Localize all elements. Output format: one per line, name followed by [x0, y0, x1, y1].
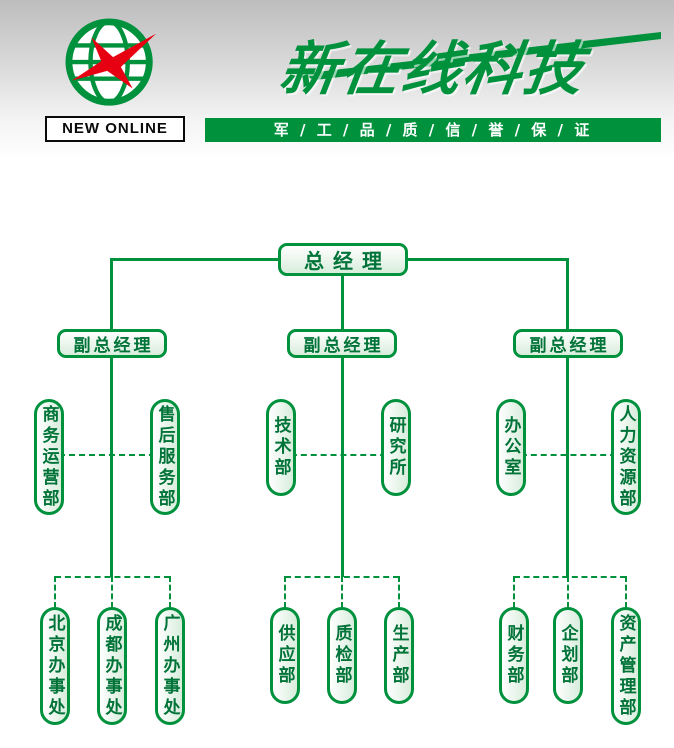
dept-pill: 技术部 — [266, 399, 296, 496]
connector-dashed-l2-right — [514, 576, 626, 578]
deputy-box: 副总经理 — [287, 329, 397, 358]
connector-drop-center — [341, 275, 344, 330]
logo-wordmark: NEW ONLINE — [45, 116, 185, 142]
dept-pill: 生产部 — [384, 607, 414, 704]
dept-pill: 资产管理部 — [611, 607, 641, 725]
dept-pill: 成都办事处 — [97, 607, 127, 725]
dept-pill: 北京办事处 — [40, 607, 70, 725]
connector-dashed-l1-left — [49, 454, 165, 456]
dept-pill: 财务部 — [499, 607, 529, 704]
connector-dashed-drop — [513, 576, 515, 608]
root-box: 总经理 — [278, 243, 408, 276]
connector-trunk-right — [566, 357, 569, 577]
connector-dashed-drop — [398, 576, 400, 608]
connector-drop-right — [566, 258, 569, 330]
deputy-box: 副总经理 — [57, 329, 167, 358]
connector-trunk-left — [110, 357, 113, 577]
connector-dashed-drop — [169, 576, 171, 608]
dept-pill: 广州办事处 — [155, 607, 185, 725]
deputy-box: 副总经理 — [513, 329, 623, 358]
dept-pill: 供应部 — [270, 607, 300, 704]
company-title: 新在线科技 — [275, 35, 591, 103]
dept-pill: 商务运营部 — [34, 399, 64, 515]
page-header: NEW ONLINE 新在线科技 军 / 工 / 品 / 质 / 信 / 誉 /… — [0, 0, 674, 160]
dept-pill: 研究所 — [381, 399, 411, 496]
connector-dashed-drop — [54, 576, 56, 608]
connector-drop-left — [110, 258, 113, 330]
connector-dashed-drop — [111, 576, 113, 608]
dept-pill: 企划部 — [553, 607, 583, 704]
red-arrow-icon — [71, 33, 157, 89]
globe-icon — [65, 18, 157, 106]
connector-dashed-drop — [341, 576, 343, 608]
connector-dashed-drop — [625, 576, 627, 608]
connector-dashed-drop — [567, 576, 569, 608]
slogan-banner: 军 / 工 / 品 / 质 / 信 / 誉 / 保 / 证 — [205, 118, 661, 142]
dept-pill: 人力资源部 — [611, 399, 641, 515]
dept-pill: 售后服务部 — [150, 399, 180, 515]
connector-dashed-l1-right — [511, 454, 626, 456]
dept-pill: 办公室 — [496, 399, 526, 496]
connector-dashed-l1-center — [281, 454, 396, 456]
dept-pill: 质检部 — [327, 607, 357, 704]
connector-dashed-drop — [284, 576, 286, 608]
title-swoosh — [299, 32, 661, 80]
connector-trunk-center — [341, 357, 344, 577]
company-title-block: 新在线科技 军 / 工 / 品 / 质 / 信 / 誉 / 保 / 证 — [203, 24, 663, 144]
